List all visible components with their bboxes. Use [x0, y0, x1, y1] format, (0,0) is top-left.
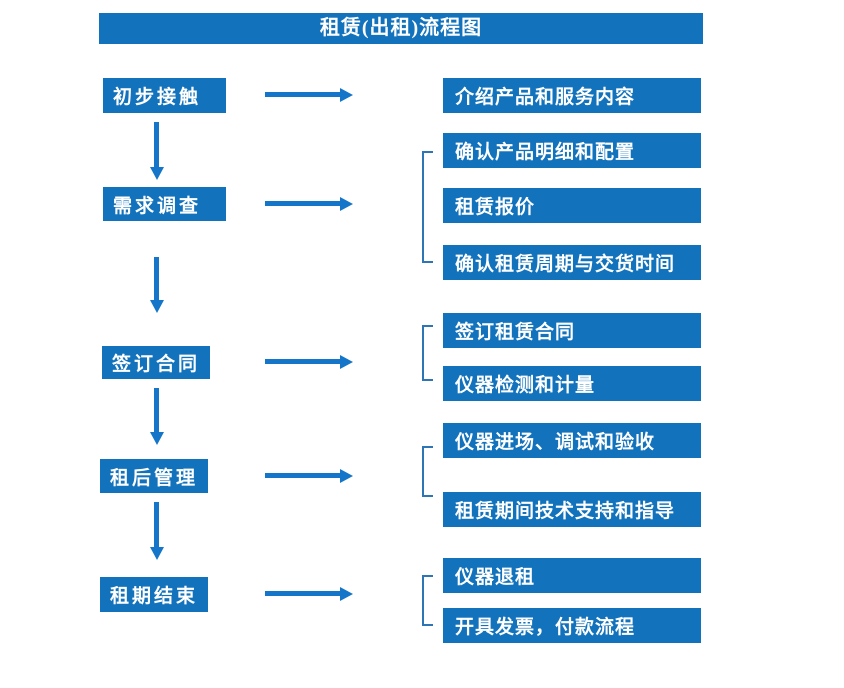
step-box-post-rental-management: 租后管理 [100, 459, 208, 493]
bracket-group-post-rental [422, 446, 433, 497]
detail-box-rental-quote: 租赁报价 [443, 188, 701, 223]
down-arrow-head [150, 547, 164, 560]
down-arrow-2 [150, 257, 164, 313]
right-arrow-shaft [265, 359, 340, 364]
right-arrow-shaft [265, 201, 340, 206]
flowchart-title: 租赁(出租)流程图 [99, 13, 703, 44]
right-arrow-head [340, 197, 353, 211]
right-arrow-shaft [265, 473, 340, 478]
detail-box-confirm-rental-period: 确认租赁周期与交货时间 [443, 245, 701, 280]
right-arrow-shaft [265, 591, 340, 596]
detail-box-technical-support: 租赁期间技术支持和指导 [443, 492, 701, 527]
down-arrow-4 [150, 502, 164, 560]
down-arrow-shaft [154, 122, 159, 167]
step-box-rental-end: 租期结束 [100, 577, 208, 612]
detail-box-instrument-setup-acceptance: 仪器进场、调试和验收 [443, 423, 701, 458]
down-arrow-3 [150, 388, 164, 445]
right-arrow-2 [265, 197, 353, 211]
right-arrow-head [340, 355, 353, 369]
right-arrow-5 [265, 587, 353, 601]
step-box-demand-survey: 需求调查 [103, 187, 226, 221]
down-arrow-shaft [154, 388, 159, 432]
bracket-group-rental-end [422, 575, 433, 626]
right-arrow-shaft [265, 92, 340, 97]
down-arrow-shaft [154, 257, 159, 300]
right-arrow-3 [265, 355, 353, 369]
down-arrow-head [150, 167, 164, 180]
right-arrow-4 [265, 469, 353, 483]
down-arrow-head [150, 300, 164, 313]
down-arrow-shaft [154, 502, 159, 547]
right-arrow-1 [265, 88, 353, 102]
right-arrow-head [340, 88, 353, 102]
detail-box-confirm-product-details: 确认产品明细和配置 [443, 133, 701, 168]
bracket-group-contract-signing [422, 325, 433, 381]
step-box-initial-contact: 初步接触 [103, 78, 226, 113]
right-arrow-head [340, 587, 353, 601]
detail-box-sign-rental-contract: 签订租赁合同 [443, 313, 701, 348]
step-box-contract-signing: 签订合同 [102, 346, 210, 379]
detail-box-instrument-return: 仪器退租 [443, 558, 701, 593]
right-arrow-head [340, 469, 353, 483]
down-arrow-1 [150, 122, 164, 180]
detail-box-invoice-payment: 开具发票，付款流程 [443, 608, 701, 643]
detail-box-instrument-testing: 仪器检测和计量 [443, 366, 701, 401]
bracket-group-demand-survey [422, 151, 433, 263]
detail-box-introduce-products: 介绍产品和服务内容 [443, 78, 701, 113]
down-arrow-head [150, 432, 164, 445]
